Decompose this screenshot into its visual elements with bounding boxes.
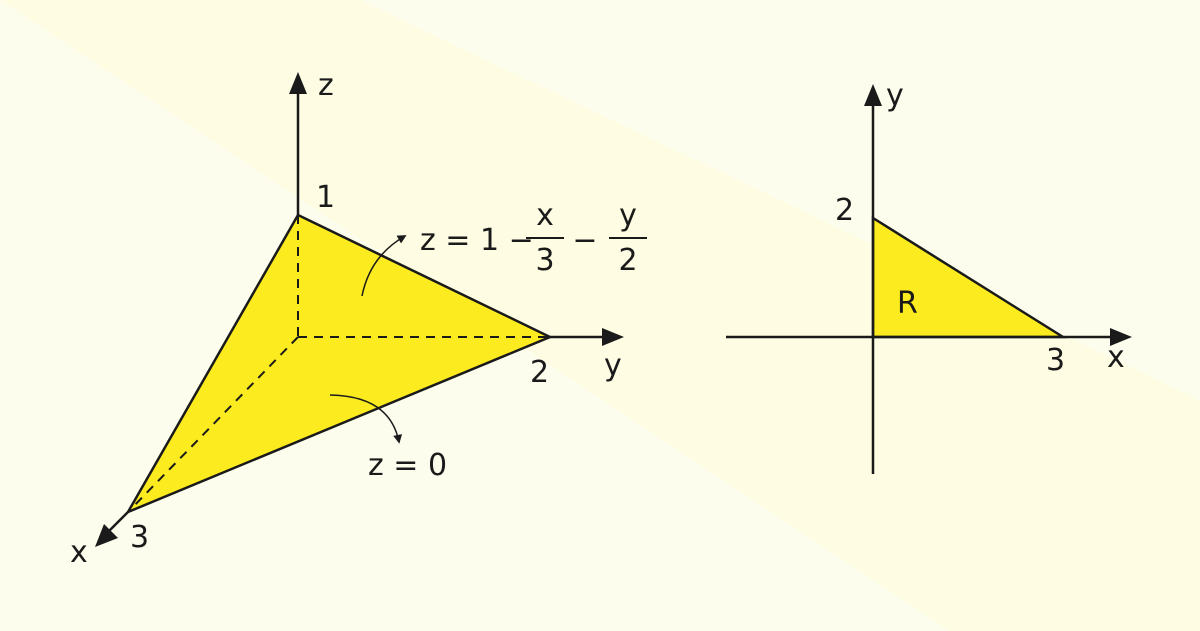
fraction-2-denominator: 2 [618,243,637,278]
x-axis [106,511,129,534]
fraction-1-denominator: 3 [535,243,554,278]
xy-y-axis-label: y [886,78,904,113]
z-axis-arrowhead [289,72,307,94]
y-axis-label: y [604,348,622,383]
y-intercept-label: 2 [530,355,549,390]
region-diagram: y x 2 3 R [726,78,1132,474]
fraction-1-numerator: x [536,198,554,233]
base-equation: z = 0 [368,448,447,483]
xy-x-axis-arrowhead [1110,328,1132,346]
z-axis-label: z [318,68,334,103]
fraction-2-numerator: y [619,198,637,233]
plane-pointer-arrow [361,235,407,297]
base-pointer-arrow [329,394,403,444]
plane-equation-lhs: z = 1 − [420,223,534,258]
x-intercept-label: 3 [130,520,149,555]
plane-equation-minus: − [572,223,597,258]
plane-equation: z = 1 − x 3 − y 2 [420,198,647,278]
xy-x-intercept-label: 3 [1046,343,1065,378]
xy-x-axis-label: x [1107,340,1125,375]
x-axis-label: x [70,535,88,570]
xy-y-axis-arrowhead [864,84,882,106]
y-axis-arrowhead [602,328,624,346]
xy-y-intercept-label: 2 [835,193,854,228]
hidden-edge-x [127,336,299,513]
tetrahedron-face [125,213,554,515]
tetrahedron-diagram: z y x 1 2 3 z = 1 − x 3 − y 2 z = 0 [70,68,647,570]
z-intercept-label: 1 [316,180,335,215]
region-r-label: R [897,286,918,321]
x-axis-arrowhead [95,524,118,547]
